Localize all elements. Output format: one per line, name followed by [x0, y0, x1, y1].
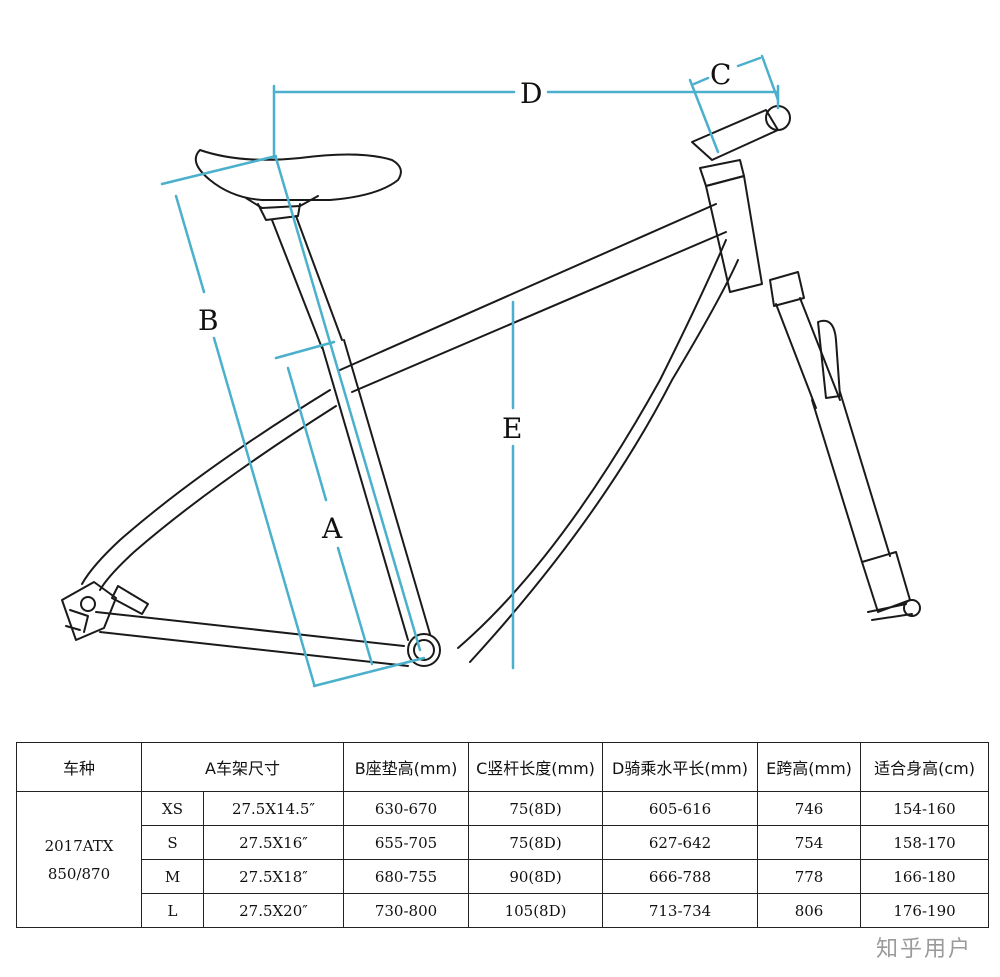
table-row: 2017ATX 850/870 XS 27.5X14.5″ 630-670 75… — [16, 791, 990, 928]
watermark: 知乎用户 — [875, 937, 972, 962]
seat-height: 730-800 — [343, 893, 470, 928]
dim-c-ext-right — [760, 54, 780, 102]
stem-length: 75(8D) — [468, 825, 604, 860]
dim-a-top — [274, 340, 336, 360]
derailleur-hanger — [65, 609, 89, 633]
stem-length: 105(8D) — [468, 893, 604, 928]
model-name: 2017ATX — [44, 836, 114, 855]
reach: 713-734 — [602, 893, 759, 928]
size-code: M — [141, 859, 204, 894]
frame-size: 27.5X20″ — [202, 893, 345, 928]
size-code: XS — [141, 791, 204, 826]
fork-crown — [769, 271, 805, 307]
seat-tube — [321, 339, 431, 641]
size-code: S — [141, 825, 204, 860]
dim-c-line-left — [692, 76, 710, 86]
header-rider-height: 适合身高(cm) — [860, 742, 990, 792]
rider-height: 176-190 — [860, 893, 990, 928]
dim-e-label: E — [502, 412, 522, 445]
dim-b-line-bottom — [212, 336, 316, 686]
saddle-rail — [245, 195, 319, 209]
seat-height: 630-670 — [343, 791, 470, 826]
dim-a-label: A — [321, 512, 343, 545]
dim-b-seat-ext — [274, 156, 422, 652]
standover: 746 — [757, 791, 862, 826]
table-row: L 27.5X20″ 730-800 105(8D) 713-734 806 1… — [17, 893, 990, 928]
bottom-bracket — [407, 633, 441, 667]
seat-stay — [81, 389, 337, 591]
frame-size: 27.5X18″ — [202, 859, 345, 894]
brake-mount — [111, 585, 149, 615]
seatpost — [271, 215, 343, 349]
bar-clamp — [765, 105, 791, 131]
frame-drawing — [61, 105, 921, 667]
dim-a-line-bottom — [336, 546, 374, 666]
header-stem-length: C竖杆长度(mm) — [468, 742, 604, 792]
top-tube — [339, 203, 727, 393]
rider-height: 158-170 — [860, 825, 990, 860]
fork-stanchion — [775, 297, 841, 409]
standover: 806 — [757, 893, 862, 928]
chain-stay — [95, 611, 409, 667]
dim-c-ext-left — [688, 78, 720, 154]
dimension-lines — [160, 54, 780, 688]
dim-b-bottom — [312, 656, 426, 688]
reach: 605-616 — [602, 791, 759, 826]
rear-dropout — [61, 581, 117, 641]
dim-b-line-top — [174, 194, 206, 294]
rider-height: 166-180 — [860, 859, 990, 894]
table-header-row: 车种 A车架尺寸 B座垫高(mm) C竖杆长度(mm) D骑乘水平长(mm) E… — [16, 742, 990, 792]
table-row: M 27.5X18″ 680-755 90(8D) 666-788 778 16… — [17, 859, 990, 894]
header-seat-height: B座垫高(mm) — [343, 742, 470, 792]
bike-frame-diagram: D C B A E — [61, 54, 921, 688]
model-variant: 850/870 — [47, 864, 111, 883]
model-cell: 2017ATX 850/870 — [16, 791, 142, 928]
header-standover: E跨高(mm) — [757, 742, 862, 792]
seat-height: 655-705 — [343, 825, 470, 860]
fork-lockout — [817, 319, 841, 399]
frame-size: 27.5X14.5″ — [202, 791, 345, 826]
dim-b-label: B — [198, 304, 219, 337]
reach: 666-788 — [602, 859, 759, 894]
header-reach: D骑乘水平长(mm) — [602, 742, 759, 792]
header-model: 车种 — [16, 742, 142, 792]
stem-length: 75(8D) — [468, 791, 604, 826]
down-tube — [457, 239, 739, 663]
size-code: L — [141, 893, 204, 928]
dim-d-label: D — [520, 77, 542, 110]
dim-c-label: C — [710, 58, 731, 91]
dim-b-top — [160, 154, 278, 186]
stem-length: 90(8D) — [468, 859, 604, 894]
standover: 754 — [757, 825, 862, 860]
fork-lower — [811, 391, 891, 563]
reach: 627-642 — [602, 825, 759, 860]
header-frame-size: A车架尺寸 — [140, 742, 345, 792]
fork-axle — [903, 599, 921, 617]
dim-c-line-right — [736, 56, 762, 68]
standover: 778 — [757, 859, 862, 894]
size-spec-table: 车种 A车架尺寸 B座垫高(mm) C竖杆长度(mm) D骑乘水平长(mm) E… — [16, 742, 990, 928]
seat-height: 680-755 — [343, 859, 470, 894]
frame-size: 27.5X16″ — [202, 825, 345, 860]
seat-clamp — [257, 203, 301, 221]
bottom-bracket-inner — [413, 639, 435, 661]
head-tube — [705, 175, 763, 293]
saddle — [194, 149, 402, 201]
rider-height: 154-160 — [860, 791, 990, 826]
dim-a-line-top — [286, 366, 328, 502]
rear-axle — [80, 596, 96, 612]
headset-top — [699, 159, 745, 187]
table-row: S 27.5X16″ 655-705 75(8D) 627-642 754 15… — [17, 825, 990, 860]
